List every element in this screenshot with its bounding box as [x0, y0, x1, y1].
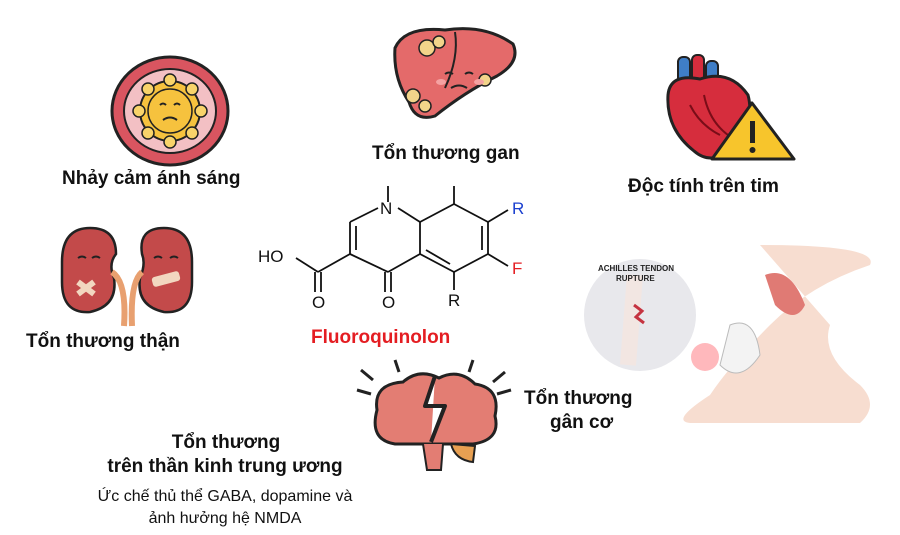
kidneys-icon	[60, 226, 194, 327]
atom-ho: HO	[258, 247, 284, 266]
fluoroquinolone-structure: N R F HO O O R	[258, 186, 524, 312]
label-photosensitivity: Nhảy cảm ánh sáng	[62, 168, 241, 189]
atom-f: F	[512, 259, 522, 278]
label-cns-detail-1: Ức chế thủ thể GABA, dopamine và	[97, 488, 353, 505]
atom-o-ketone: O	[382, 293, 395, 312]
label-tendon-1: Tổn thương	[524, 388, 633, 409]
foot-tendon-icon: ACHILLES TENDON RUPTURE	[584, 245, 871, 423]
label-cns-detail-2: ảnh hưởng hệ NMDA	[148, 510, 302, 527]
atom-n: N	[380, 199, 392, 218]
label-liver: Tổn thương gan	[372, 143, 520, 164]
heart-warning-icon	[666, 54, 796, 161]
drug-name: Fluoroquinolon	[311, 327, 451, 348]
tendon-caption-2: RUPTURE	[616, 274, 655, 283]
sun-icon	[110, 55, 230, 167]
label-cns-1: Tổn thương	[171, 432, 281, 453]
label-tendon-2: gân cơ	[550, 412, 614, 433]
label-heart: Độc tính trên tim	[628, 176, 779, 197]
atom-r-bottom: R	[448, 291, 460, 310]
label-kidney: Tổn thương thận	[26, 331, 180, 352]
atom-o-carboxyl: O	[312, 293, 325, 312]
atom-r-top: R	[512, 199, 524, 218]
label-cns-2: trên thần kinh trung ương	[107, 456, 343, 477]
brain-icon	[356, 359, 512, 471]
liver-icon	[393, 27, 517, 119]
tendon-caption-1: ACHILLES TENDON	[598, 264, 674, 273]
